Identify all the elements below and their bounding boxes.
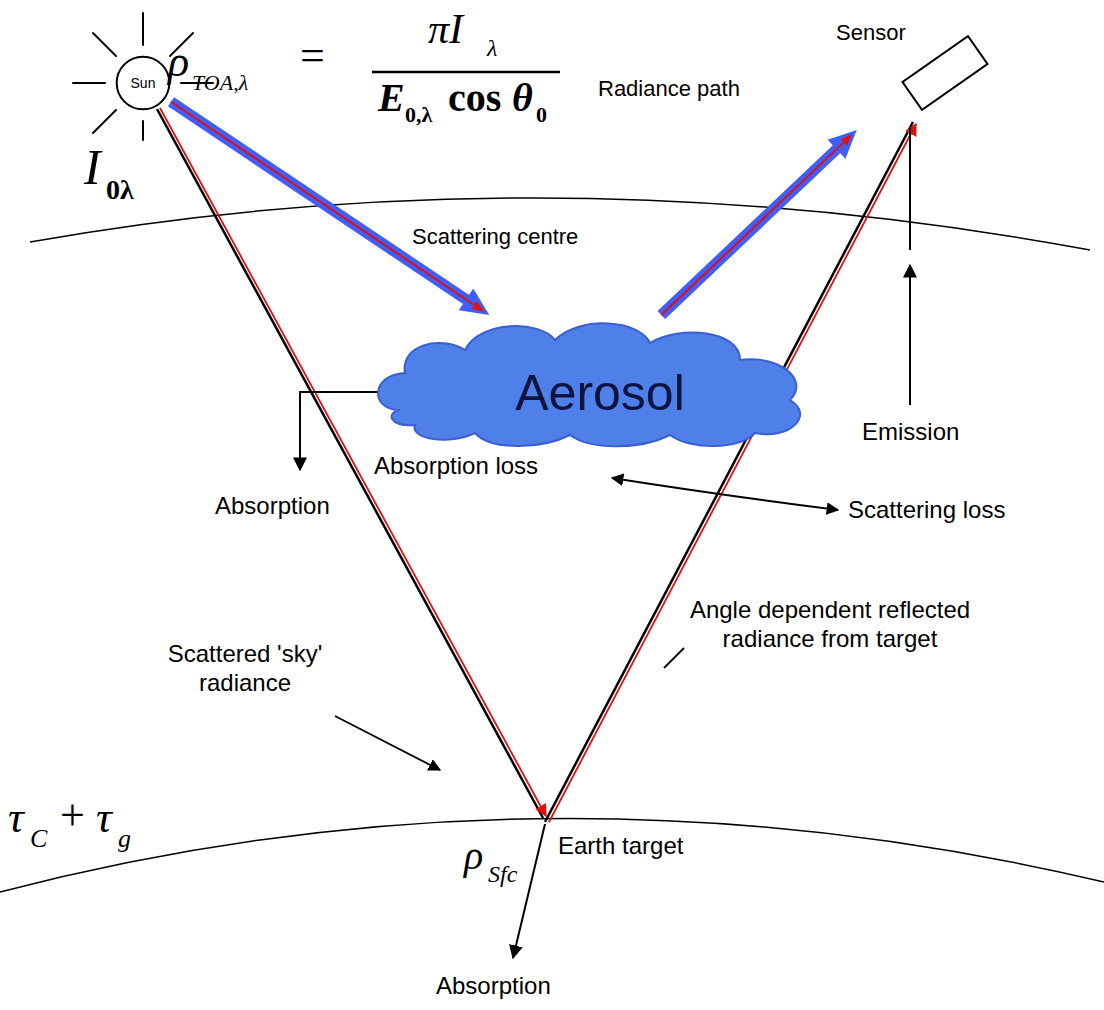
earth-surface [0, 818, 1104, 892]
process-label: Emission [862, 418, 959, 447]
sensor-label: Sensor [836, 20, 906, 45]
sensor-box: Sensor [830, 18, 1002, 130]
formula-function: cos [448, 78, 501, 118]
formula-subscript: λ [487, 36, 497, 60]
fraction-bar [372, 71, 560, 74]
radiance-arrow [661, 130, 856, 315]
absorption-arrow [300, 392, 383, 470]
formula-subscript: 0 [536, 104, 547, 126]
process-label: Scattering loss [848, 496, 1005, 525]
aerosol-label: Aerosol [515, 365, 685, 423]
aerosol-cloud: Aerosol [370, 315, 810, 450]
reflectance-symbol: ρ [464, 836, 483, 876]
reflectance-subscript: Sfc [488, 862, 517, 886]
path-label: Scattering centre [412, 224, 578, 250]
surface-absorption-arrow [513, 824, 545, 958]
formula-operator: = [300, 34, 325, 78]
irradiance-symbol: I [84, 142, 101, 192]
optical-depth-symbol: τ [8, 796, 24, 840]
formula-operator: + [60, 794, 85, 838]
target-label: Earth target [558, 832, 683, 861]
irradiance-subscript: 0λ [106, 176, 134, 204]
formula-subscript: 0,λ [405, 104, 432, 126]
formula-symbol: πI [428, 8, 463, 50]
reflected-radiance-leader [664, 648, 684, 668]
sun-to-surface-ray [157, 108, 546, 818]
process-label: Absorption [436, 972, 551, 1001]
sun-circle: Sun [115, 55, 171, 111]
optical-depth-symbol: τ [96, 796, 112, 840]
atmosphere-top [30, 198, 1090, 250]
process-label: Angle dependent reflected radiance from … [680, 596, 980, 654]
formula-subscript: TOA,λ [192, 72, 248, 94]
surface-to-sensor-ray [545, 122, 916, 822]
radiance-arrow [171, 102, 489, 315]
formula-symbol: ρ [168, 40, 189, 84]
emission-arrow [909, 128, 911, 405]
process-label: Absorption loss [374, 452, 538, 481]
formula-symbol: E [378, 78, 405, 118]
path-label: Radiance path [598, 76, 740, 102]
sky-radiance-leader [335, 716, 440, 770]
optical-depth-subscript: g [118, 826, 131, 852]
formula-symbol: θ [512, 78, 533, 118]
process-label: Scattered 'sky' radiance [150, 640, 340, 698]
process-label: Absorption [215, 492, 330, 521]
optical-depth-subscript: C [30, 826, 47, 852]
scattering-loss-arrow [612, 478, 838, 510]
sun-label: Sun [131, 75, 156, 91]
